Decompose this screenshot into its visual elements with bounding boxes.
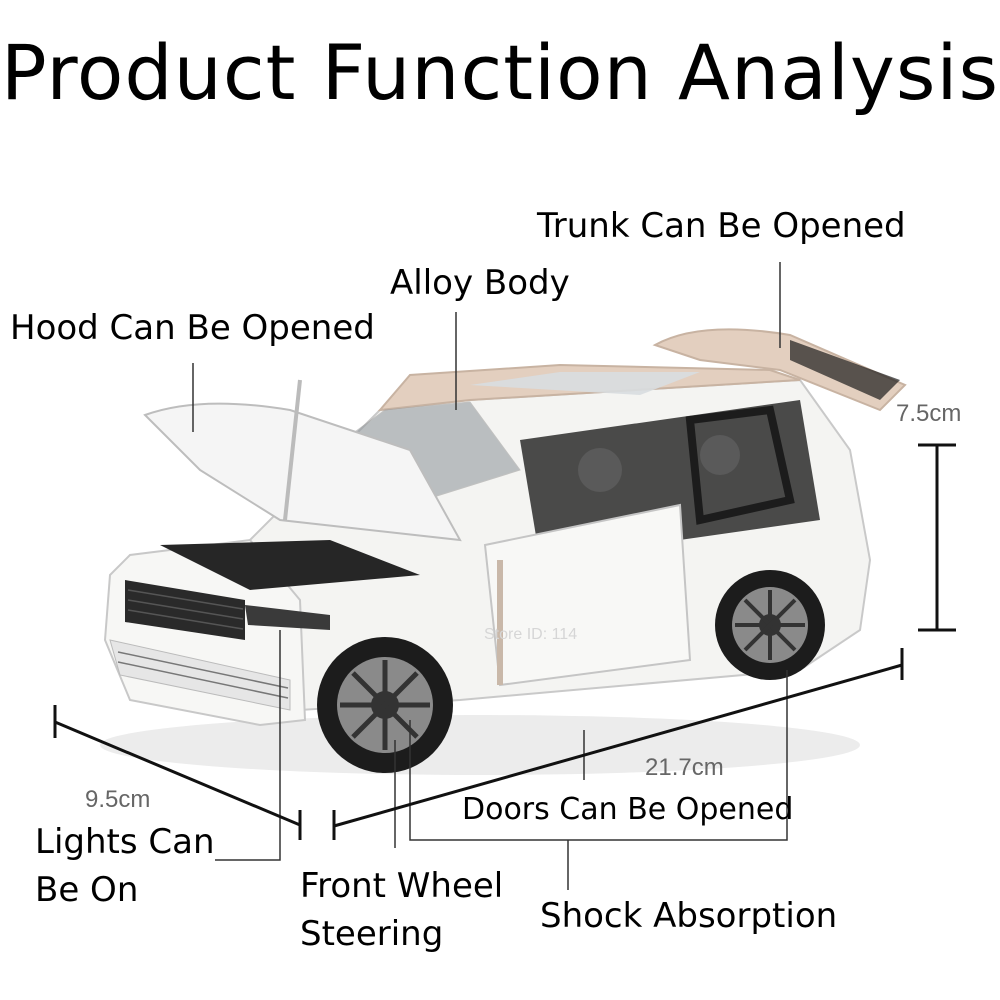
label-lights: Lights Can Be On xyxy=(35,818,275,914)
dimension-height: 7.5cm xyxy=(896,400,962,427)
leader-lines xyxy=(192,262,788,890)
label-hood: Hood Can Be Opened xyxy=(10,308,375,348)
headlight xyxy=(245,605,330,630)
label-lights-line1: Lights Can xyxy=(35,822,215,862)
sunroof xyxy=(470,372,700,395)
interior xyxy=(520,400,820,560)
dimension-length: 21.7cm xyxy=(645,754,724,781)
page-title: Product Function Analysis xyxy=(0,28,1000,117)
label-lights-line2: Be On xyxy=(35,870,139,910)
open-hood xyxy=(143,402,462,542)
front-bumper xyxy=(109,639,291,711)
label-front-wheel: Front Wheel Steering xyxy=(300,862,560,958)
label-trunk: Trunk Can Be Opened xyxy=(537,206,906,246)
label-shock: Shock Absorption xyxy=(540,896,838,936)
car-shadow xyxy=(100,715,860,775)
dimension-lines xyxy=(53,443,956,840)
label-front-wheel-line2: Steering xyxy=(300,914,444,954)
front-wheel xyxy=(317,637,453,773)
open-rear-door xyxy=(685,405,795,525)
dimension-width: 9.5cm xyxy=(85,786,151,813)
open-trunk xyxy=(652,328,907,412)
label-doors: Doors Can Be Opened xyxy=(462,792,794,827)
label-front-wheel-line1: Front Wheel xyxy=(300,866,504,906)
label-alloy-body: Alloy Body xyxy=(390,263,570,303)
engine-bay xyxy=(160,540,420,590)
open-front-door xyxy=(483,503,692,687)
rear-wheel xyxy=(715,570,825,680)
store-watermark: Store ID: 114 xyxy=(484,626,578,643)
